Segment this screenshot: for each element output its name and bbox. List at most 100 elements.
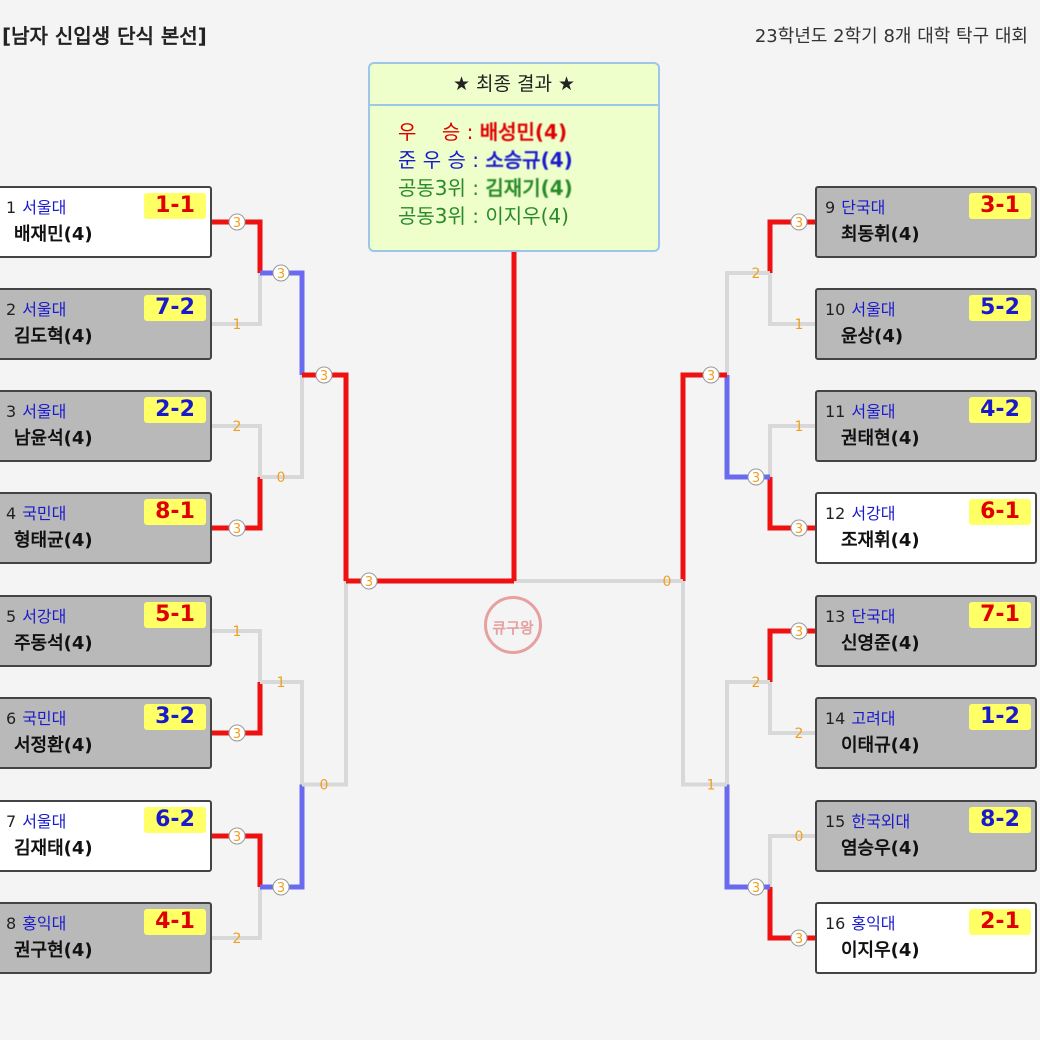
bracket-title: [남자 신입생 단식 본선] bbox=[2, 24, 207, 48]
match-winner-score: 3 bbox=[790, 519, 808, 537]
tournament-subtitle: 23학년도 2학기 8개 대학 탁구 대회 bbox=[754, 26, 1028, 47]
runner-up-row: 준 우 승 : 소승규(4) bbox=[398, 148, 573, 172]
match-winner-score: 3 bbox=[228, 213, 246, 231]
player-school: 국민대 bbox=[22, 504, 67, 523]
svg-text:1: 1 bbox=[233, 624, 242, 640]
bracket-line-25 bbox=[724, 784, 770, 890]
third-place-row-2: 공동3위 : 이지우(4) bbox=[398, 204, 569, 228]
seed-badge: 2-2 bbox=[144, 397, 206, 423]
player-name: 김도혁(4) bbox=[14, 326, 93, 347]
match-winner-score: 3 bbox=[747, 468, 765, 486]
svg-text:3: 3 bbox=[365, 575, 373, 590]
seed-badge: 6-1 bbox=[969, 499, 1031, 525]
match-loser-score: 1 bbox=[795, 419, 804, 435]
player-name: 신영준(4) bbox=[841, 633, 920, 654]
svg-text:3: 3 bbox=[795, 216, 803, 231]
match-loser-score: 2 bbox=[752, 675, 761, 691]
bracket-line-11 bbox=[260, 784, 305, 890]
svg-text:0: 0 bbox=[663, 574, 672, 590]
svg-text:3: 3 bbox=[277, 267, 285, 282]
player-name: 주동석(4) bbox=[14, 633, 93, 654]
seed-badge: 8-1 bbox=[144, 499, 206, 525]
seed-badge: 5-1 bbox=[144, 602, 206, 628]
third-place-name-2: 이지우(4) bbox=[485, 204, 569, 228]
seed-badge: 3-1 bbox=[969, 193, 1031, 219]
player-name: 배재민(4) bbox=[14, 224, 93, 245]
final-result-panel: ★ 최종 결과 ★ 우 승 : 배성민(4) 준 우 승 : 소승규(4) 공동… bbox=[368, 62, 660, 252]
seed-badge: 8-2 bbox=[969, 807, 1031, 833]
match-winner-score: 3 bbox=[228, 519, 246, 537]
svg-text:2: 2 bbox=[233, 419, 242, 435]
match-winner-score: 3 bbox=[272, 878, 290, 896]
match-winner-score: 3 bbox=[315, 366, 333, 384]
bracket-line-17 bbox=[767, 477, 815, 531]
match-loser-score: 0 bbox=[795, 829, 804, 845]
svg-text:0: 0 bbox=[795, 829, 804, 845]
bracket-line-10 bbox=[260, 680, 304, 785]
player-school: 홍익대 bbox=[22, 914, 67, 933]
svg-text:1: 1 bbox=[233, 317, 242, 333]
bracket-line-18 bbox=[767, 628, 815, 682]
bracket-line-27 bbox=[681, 581, 727, 787]
svg-text:3: 3 bbox=[795, 522, 803, 537]
match-winner-score: 3 bbox=[790, 929, 808, 947]
bracket-line-19 bbox=[768, 682, 815, 735]
bracket-line-4 bbox=[212, 629, 262, 682]
player-school: 고려대 bbox=[851, 709, 896, 728]
match-loser-score: 0 bbox=[277, 470, 286, 486]
third-place-row-1: 공동3위 : 김재기(4) bbox=[398, 176, 573, 200]
seed-badge: 1-1 bbox=[144, 193, 206, 219]
player-school: 홍익대 bbox=[851, 914, 896, 933]
seed-badge: 2-1 bbox=[969, 909, 1031, 935]
bracket-line-2 bbox=[212, 424, 262, 477]
svg-text:2: 2 bbox=[752, 675, 761, 691]
player-school: 서강대 bbox=[851, 504, 896, 523]
bracket-line-8 bbox=[260, 270, 305, 375]
player-name: 서정환(4) bbox=[14, 735, 93, 756]
match-winner-score: 3 bbox=[702, 366, 720, 384]
bracket-line-13 bbox=[302, 581, 348, 787]
player-name: 권구현(4) bbox=[14, 940, 93, 961]
match-winner-score: 3 bbox=[790, 622, 808, 640]
svg-text:3: 3 bbox=[233, 727, 241, 742]
match-winner-score: 3 bbox=[272, 264, 290, 282]
player-school: 단국대 bbox=[841, 198, 886, 217]
match-loser-score: 2 bbox=[233, 931, 242, 947]
svg-text:0: 0 bbox=[320, 778, 329, 794]
svg-text:1: 1 bbox=[277, 675, 286, 691]
match-winner-score: 3 bbox=[747, 878, 765, 896]
match-loser-score: 1 bbox=[233, 317, 242, 333]
svg-text:3: 3 bbox=[752, 881, 760, 896]
match-winner-score: 3 bbox=[360, 572, 378, 590]
bracket-line-7 bbox=[212, 887, 262, 940]
seed-badge: 5-2 bbox=[969, 295, 1031, 321]
player-name: 남윤석(4) bbox=[14, 428, 93, 449]
player-school: 서울대 bbox=[22, 300, 67, 319]
runner-up-name: 소승규(4) bbox=[485, 148, 573, 172]
bracket-line-22 bbox=[725, 271, 770, 375]
player-school: 한국외대 bbox=[851, 812, 911, 831]
